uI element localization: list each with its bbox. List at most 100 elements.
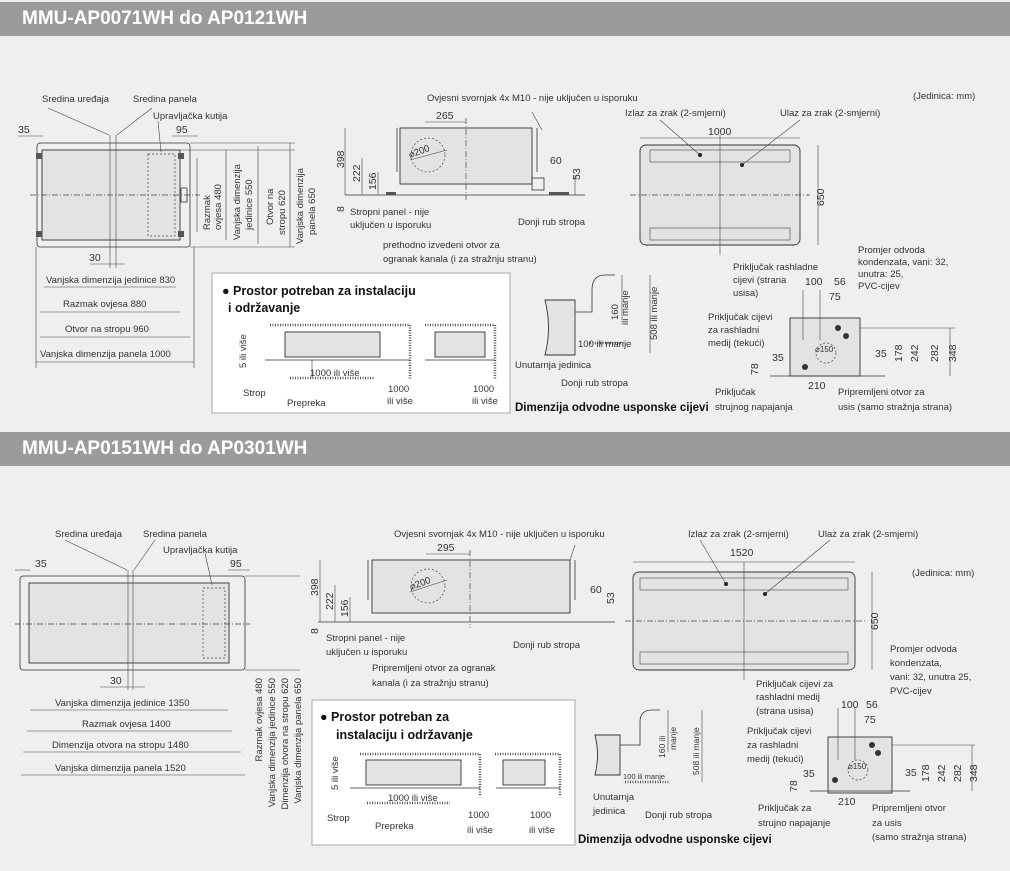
dim-30: 30	[89, 252, 101, 264]
dim-620: Dimenzija otvora na stropu 620	[280, 678, 291, 810]
label-side-1000: 1000	[473, 384, 494, 395]
label-drain-4: PVC-cijev	[858, 281, 900, 292]
drain-title: Dimenzija odvodne usponske cijevi	[515, 402, 709, 414]
label-liquid-pipe-3: medij (tekući)	[747, 754, 804, 765]
dim-398: 398	[309, 578, 321, 596]
label-right-more: ili više	[387, 396, 413, 407]
s1-installation-space: ● Prostor potreban za instalaciju i održ…	[211, 272, 511, 414]
s1-front-view: (Jedinica: mm) Izlaz za zrak (2-smjerni)…	[625, 91, 975, 255]
label-drain-2: kondenzata,	[890, 658, 942, 669]
label-power-1: Priključak	[715, 387, 756, 398]
install-title-1: ● Prostor potreban za	[320, 710, 450, 724]
label-side-more: ili više	[529, 825, 555, 836]
dim-480: Razmak ovjesa 480	[254, 678, 265, 761]
dim-650-b: panela 650	[307, 188, 318, 235]
dim-1480: Dimenzija otvora na stropu 1480	[52, 740, 189, 751]
dim-222: 222	[324, 592, 336, 610]
label-indoor-unit: Unutarnja jedinica	[515, 360, 592, 371]
label-side-1000: 1000	[530, 810, 551, 821]
dim-35: 35	[18, 124, 30, 136]
label-gas-pipe-1: Priključak rashladne	[733, 262, 818, 273]
dim-550-b: jedinice 550	[244, 179, 255, 231]
dim-width: 1000	[708, 126, 732, 138]
label-control-box: Upravljačka kutija	[163, 545, 238, 556]
dim-8: 8	[309, 628, 321, 634]
label-duct-hole-2: kanala (i za stražnju stranu)	[372, 678, 489, 689]
dim-156: 156	[339, 599, 351, 617]
dim-56: 56	[834, 276, 846, 288]
install-title-2: i održavanje	[228, 301, 300, 315]
dim-222: 222	[351, 164, 363, 182]
label-side-more: ili više	[472, 396, 498, 407]
s1-drain-riser: 160 ili manje 508 ili manje 100 ili manj…	[515, 274, 709, 414]
label-drain-4: PVC-cijev	[890, 686, 932, 697]
label-center-unit: Sredina uređaja	[42, 94, 110, 105]
label-air-inlet: Ulaz za zrak (2-smjerni)	[818, 529, 918, 540]
label-liquid-pipe-2: za rashladni	[708, 325, 759, 336]
label-liquid-pipe-1: Priključak cijevi	[708, 312, 772, 323]
label-drain-3: vani: 32, unutra 25,	[890, 672, 971, 683]
s2-drain-riser: 160 ili manje 508 ili manje 100 ili manj…	[578, 709, 772, 846]
label-ceiling-edge: Donji rub stropa	[518, 217, 586, 228]
s2-front-view: Izlaz za zrak (2-smjerni) Ulaz za zrak (…	[625, 529, 974, 680]
dim-1400: Razmak ovjesa 1400	[82, 719, 171, 730]
dim-1520: Vanjska dimenzija panela 1520	[55, 763, 186, 774]
label-ceiling-panel-1: Stropni panel - nije	[350, 207, 429, 218]
dim-295: 295	[437, 542, 455, 554]
dim-156: 156	[367, 172, 379, 190]
label-power-2: strujnog napajanja	[715, 402, 793, 413]
label-liquid-pipe-1: Priključak cijevi	[747, 726, 811, 737]
unit-note-2: (Jedinica: mm)	[912, 568, 974, 579]
label-gas-pipe-1: Priključak cijevi za	[756, 679, 834, 690]
dim-650-a: Vanjska dimenzija	[295, 167, 306, 244]
dim-550-a: Vanjska dimenzija	[232, 163, 243, 240]
label-min-1000: 1000 ili više	[310, 368, 360, 379]
label-air-outlet: Izlaz za zrak (2-smjerni)	[688, 529, 789, 540]
label-ceiling-panel-2: uključen u isporuku	[350, 220, 431, 231]
s1-plan-view: Sredina uređaja Sredina panela Upravljač…	[18, 94, 318, 368]
s1-side-view: Ovjesni svornjak 4x M10 - nije uključen …	[335, 93, 638, 265]
dim-265: 265	[436, 110, 454, 122]
label-ceiling: Strop	[327, 813, 350, 824]
dim-100: 100 ili manje	[623, 772, 665, 781]
dim-95: 95	[230, 558, 242, 570]
dim-508: 508 ili manje	[691, 727, 701, 775]
label-liquid-pipe-2: za rashladni	[747, 740, 798, 751]
dim-620-b: stropu 620	[277, 190, 288, 235]
install-title-2: instalaciju i održavanje	[336, 728, 473, 742]
dim-210: 210	[838, 796, 856, 808]
label-duct-hole-2: ogranak kanala (i za stražnju stranu)	[383, 254, 537, 265]
label-power-1: Priključak za	[758, 803, 812, 814]
dim-282: 282	[952, 764, 964, 782]
label-liquid-pipe-3: medij (tekući)	[708, 338, 765, 349]
dim-100: 100	[841, 699, 859, 711]
label-air-inlet: Ulaz za zrak (2-smjerni)	[780, 108, 880, 119]
dim-398: 398	[335, 150, 347, 168]
label-suspension-bolt: Ovjesni svornjak 4x M10 - nije uključen …	[394, 529, 605, 540]
label-obstacle: Prepreka	[287, 398, 326, 409]
dim-160: 160	[610, 304, 621, 320]
dim-100: 100	[805, 276, 823, 288]
dim-1350: Vanjska dimenzija jedinice 1350	[55, 698, 190, 709]
dim-78: 78	[788, 780, 800, 792]
dim-480-a: Razmak	[202, 195, 213, 230]
dim-508: 508 ili manje	[649, 287, 660, 340]
label-gas-pipe-3: usisa)	[733, 288, 758, 299]
label-drain-2: kondenzata, vani: 32,	[858, 257, 948, 268]
label-inlet-hole-1: Pripremljeni otvor	[872, 803, 946, 814]
label-gas-pipe-2: cijevi (strana	[733, 275, 787, 286]
dim-53: 53	[605, 592, 617, 604]
section-header-small-models: MMU-AP0071WH do AP0121WH	[0, 2, 1010, 36]
dim-height: 650	[869, 612, 881, 630]
label-center-panel: Sredina panela	[133, 94, 198, 105]
label-right-more: ili više	[467, 825, 493, 836]
dim-75: 75	[864, 714, 876, 726]
dim-960: Otvor na stropu 960	[65, 324, 149, 335]
dim-178: 178	[893, 344, 905, 362]
dim-35-right: 35	[905, 767, 917, 779]
label-min-5: 5 ili više	[238, 334, 249, 368]
dim-480-b: ovjesa 480	[213, 184, 224, 230]
dim-35-left: 35	[772, 352, 784, 364]
dim-60: 60	[590, 584, 602, 596]
